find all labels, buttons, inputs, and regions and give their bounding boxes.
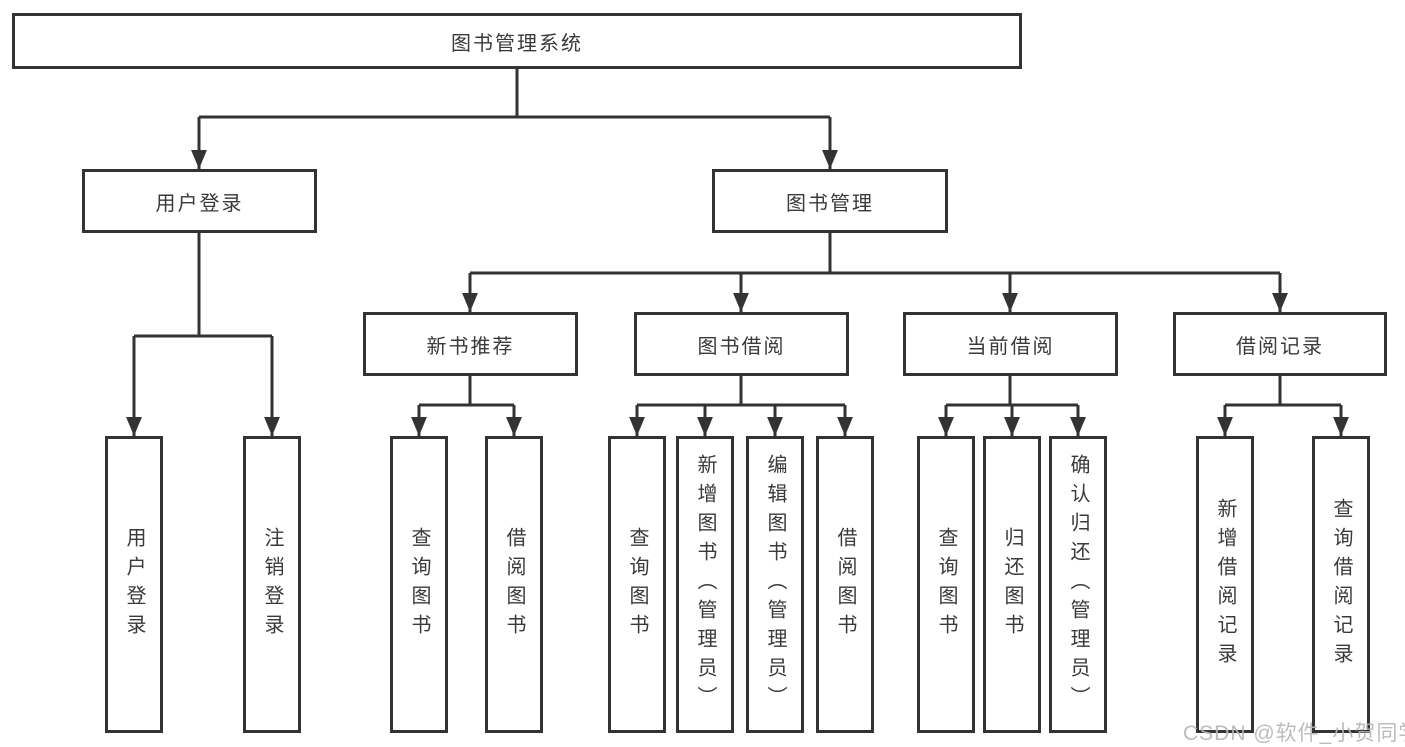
node-logout-action: 注销登录 [243, 436, 301, 733]
connector-book-management-trunk [470, 233, 1280, 275]
node-label: 新增图书（管理员） [694, 454, 716, 715]
node-borrowing-records: 借阅记录 [1173, 312, 1387, 376]
node-label: 借阅记录 [1236, 335, 1324, 358]
node-user-login-action: 用户登录 [105, 436, 163, 733]
node-current-borrowing: 当前借阅 [903, 312, 1118, 376]
node-label: 查询图书 [935, 526, 957, 643]
node-label: 用户登录 [155, 192, 244, 215]
node-label: 归还图书 [1001, 526, 1023, 643]
node-label: 新书推荐 [426, 335, 515, 358]
node-user-login: 用户登录 [82, 169, 317, 233]
node-label: 图书管理系统 [451, 32, 583, 55]
node-add-books-admin: 新增图书（管理员） [676, 436, 734, 733]
node-label: 查询图书 [408, 526, 430, 643]
connector-current-borrowing-trunk [946, 376, 1078, 407]
node-return-books: 归还图书 [983, 436, 1041, 733]
node-book-management-system: 图书管理系统 [12, 13, 1022, 69]
node-label: 查询图书 [626, 526, 648, 643]
node-label: 查询借阅记录 [1330, 497, 1352, 672]
node-query-books-recommend: 查询图书 [390, 436, 448, 733]
node-label: 编辑图书（管理员） [764, 454, 786, 715]
node-confirm-return-admin: 确认归还（管理员） [1049, 436, 1107, 733]
node-label: 图书管理 [786, 192, 874, 215]
node-query-books-borrowing: 查询图书 [608, 436, 666, 733]
node-borrow-books-borrowing: 借阅图书 [816, 436, 874, 733]
node-label: 当前借阅 [966, 335, 1055, 358]
node-query-books-current: 查询图书 [917, 436, 975, 733]
node-edit-books-admin: 编辑图书（管理员） [746, 436, 804, 733]
node-book-borrowing: 图书借阅 [634, 312, 849, 376]
connector-book-borrowing-trunk [637, 376, 845, 407]
node-add-borrow-record: 新增借阅记录 [1196, 436, 1254, 733]
node-label: 确认归还（管理员） [1067, 454, 1089, 715]
node-label: 注销登录 [261, 526, 283, 643]
connector-root-trunk [199, 69, 830, 119]
connector-borrowing-records-trunk [1225, 376, 1341, 407]
csdn-watermark: CSDN @软件_小贺同学 [1183, 722, 1405, 745]
node-label: 用户登录 [123, 526, 145, 643]
node-label: 新增借阅记录 [1214, 497, 1236, 672]
connector-user-login-trunk [134, 233, 272, 338]
node-label: 借阅图书 [834, 526, 856, 643]
connector-new-book-trunk [419, 376, 514, 407]
node-book-management: 图书管理 [712, 169, 948, 233]
node-new-book-recommend: 新书推荐 [363, 312, 578, 376]
node-label: 图书借阅 [697, 335, 786, 358]
node-label: 借阅图书 [503, 526, 525, 643]
node-borrow-books-recommend: 借阅图书 [485, 436, 543, 733]
node-query-borrow-record: 查询借阅记录 [1312, 436, 1370, 733]
